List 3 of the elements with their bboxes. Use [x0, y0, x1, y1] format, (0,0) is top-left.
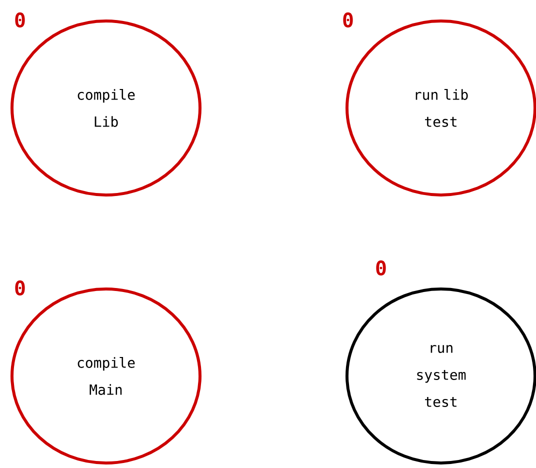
count-label: 0 [376, 260, 386, 276]
count-label: 0 [15, 12, 25, 28]
count-label: 0 [15, 280, 25, 296]
